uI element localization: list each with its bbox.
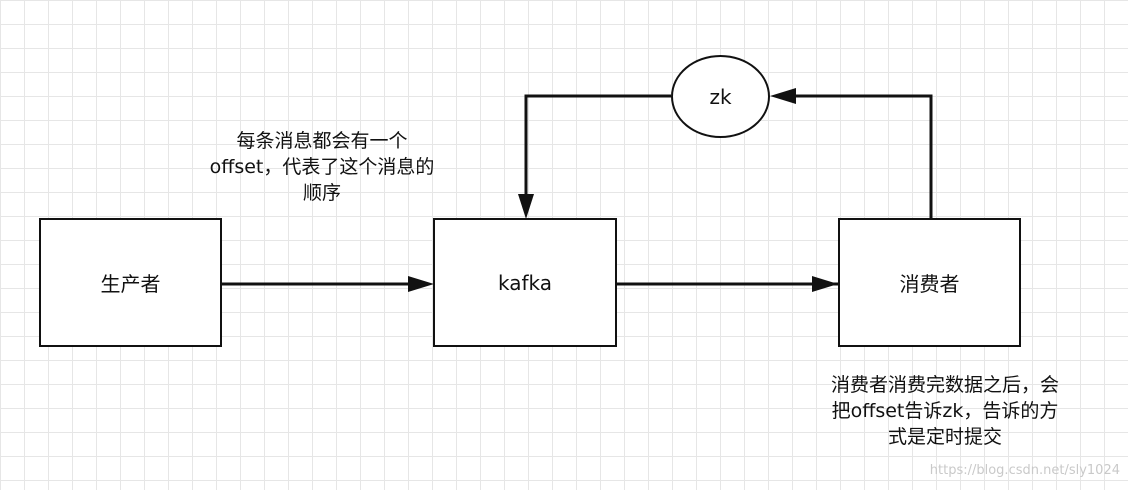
producer-box: 生产者 bbox=[39, 218, 222, 347]
consumer-box: 消费者 bbox=[838, 218, 1021, 347]
zookeeper-label: zk bbox=[709, 84, 732, 109]
consumer-label: 消费者 bbox=[899, 272, 960, 296]
arrow-consumer-to-zk bbox=[794, 94, 933, 218]
offset-note: 每条消息都会有一个 offset，代表了这个消息的 顺序 bbox=[209, 130, 435, 204]
arrowhead-producer-to-kafka bbox=[408, 276, 434, 292]
arrow-zk-to-kafka bbox=[524, 94, 671, 196]
kafka-label: kafka bbox=[497, 270, 552, 295]
arrowhead-consumer-to-zk bbox=[770, 88, 796, 104]
zookeeper-node: zk bbox=[671, 55, 770, 138]
commit-note: 消费者消费完数据之后，会 把offset告诉zk，告诉的方 式是定时提交 bbox=[830, 374, 1059, 448]
arrowhead-kafka-to-consumer bbox=[812, 276, 838, 292]
producer-label: 生产者 bbox=[100, 272, 161, 296]
kafka-box: kafka bbox=[433, 218, 617, 347]
arrowhead-zk-to-kafka bbox=[518, 194, 534, 219]
watermark: https://blog.csdn.net/sly1024 bbox=[929, 463, 1120, 478]
